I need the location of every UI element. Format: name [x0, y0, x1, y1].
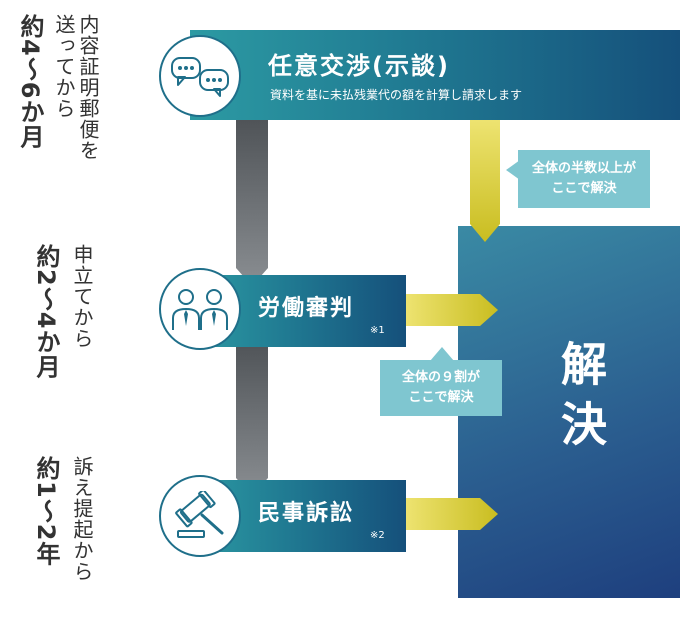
- stage2-title: 労働審判: [258, 296, 355, 321]
- stage3-note: ※2: [370, 530, 385, 541]
- yellow-arrow-right-1: [404, 294, 498, 326]
- timeline-step1-line2: 送ってから: [52, 14, 76, 119]
- callout-2-pointer: [430, 347, 454, 361]
- callout-1-line2: ここで解決: [551, 181, 617, 196]
- connector-arrow-2: [236, 340, 268, 496]
- gavel-icon: [175, 491, 224, 538]
- callout-1-pointer: [506, 160, 520, 180]
- stage2-icon-circle: [159, 268, 241, 350]
- stage3-title: 民事訴訟: [258, 501, 355, 526]
- stage1-bar: [190, 30, 680, 120]
- speech-bubbles-icon: [171, 57, 229, 97]
- timeline-step2-duration: 約2〜4か月: [32, 244, 60, 380]
- stage1-icon-circle: [159, 35, 241, 117]
- callout-2-line2: ここで解決: [408, 390, 474, 405]
- stage2-note: ※1: [370, 325, 385, 336]
- stage1-subtitle: 資料を基に未払残業代の額を計算し請求します: [270, 88, 523, 102]
- timeline-step3-line1: 訴え提起から: [70, 456, 94, 582]
- timeline-step1-duration: 約4〜6か月: [16, 14, 44, 150]
- stage1-title: 任意交渉(示談): [268, 52, 450, 80]
- timeline-step3-duration: 約1〜2年: [32, 456, 60, 567]
- two-people-icon: [172, 289, 228, 330]
- callout-2-line1: 全体の９割が: [401, 370, 480, 385]
- resolve-label: 解決: [554, 340, 608, 460]
- stage3-icon-circle: [159, 475, 241, 557]
- timeline-step1-line1: 内容証明郵便を: [76, 14, 100, 161]
- yellow-arrow-right-2: [404, 498, 498, 530]
- callout-1-line1: 全体の半数以上が: [531, 161, 636, 176]
- yellow-arrow-down: [470, 118, 500, 242]
- timeline-step2-line1: 申立てから: [70, 244, 94, 349]
- callout-2: 全体の９割が ここで解決: [380, 360, 502, 416]
- callout-1: 全体の半数以上が ここで解決: [518, 150, 650, 208]
- connector-arrow-1: [236, 118, 268, 286]
